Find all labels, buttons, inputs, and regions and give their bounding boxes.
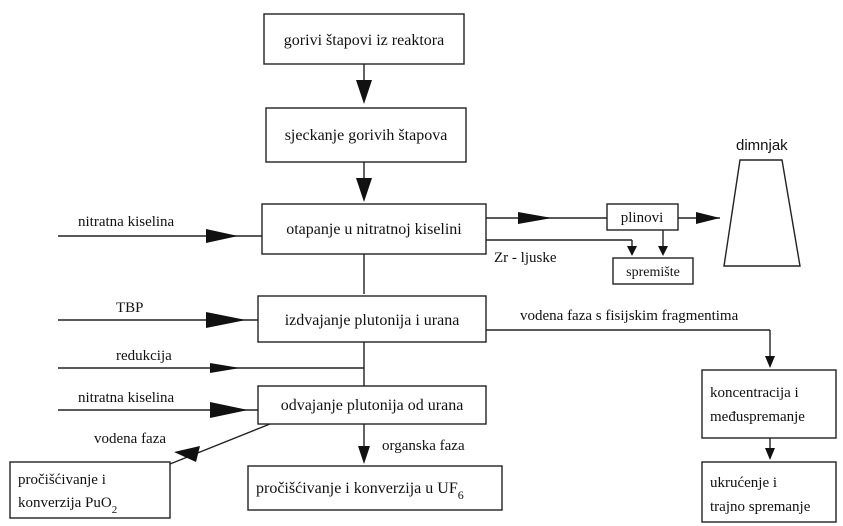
box-concentration: koncentracija i međuspremanje bbox=[701, 369, 837, 439]
input-arrow-reduction bbox=[210, 363, 240, 373]
label-nitric-acid-1: nitratna kiselina bbox=[78, 214, 175, 230]
arrow-to-chopping bbox=[356, 80, 372, 104]
label-tbp: TBP bbox=[116, 300, 144, 316]
connector-aqueous-phase bbox=[159, 423, 271, 469]
arrow-zr-to-storage bbox=[627, 246, 637, 256]
box-partition-label: odvajanje plutonija od urana bbox=[281, 397, 464, 414]
arrow-to-puo2 bbox=[174, 446, 200, 462]
box-dissolving: otapanje u nitratnoj kiselini bbox=[261, 203, 487, 255]
input-arrow-nitric-acid-2 bbox=[210, 402, 248, 418]
box-solidification: ukrućenje i trajno spremanje bbox=[701, 461, 837, 523]
box-partition: odvajanje plutonija od urana bbox=[257, 385, 487, 425]
box-puo2-line1: pročišćivanje i bbox=[18, 472, 106, 488]
label-aqueous-phase: vodena faza bbox=[94, 431, 166, 447]
label-organic-phase: organska faza bbox=[382, 438, 465, 454]
box-fuel-rods: gorivi štapovi iz reaktora bbox=[263, 13, 465, 65]
box-storage: spremište bbox=[612, 257, 694, 285]
label-zr-shells: Zr - ljuske bbox=[494, 250, 557, 266]
chimney-shape bbox=[723, 159, 801, 267]
box-separation-label: izdvajanje plutonija i urana bbox=[285, 312, 460, 329]
box-separation: izdvajanje plutonija i urana bbox=[257, 295, 487, 343]
box-uf6-subscript: 6 bbox=[458, 488, 464, 502]
box-concentration-line1: koncentracija i bbox=[710, 385, 799, 401]
arrow-gases-to-storage bbox=[658, 246, 668, 256]
input-arrow-nitric-acid-1 bbox=[206, 229, 238, 243]
box-fuel-rods-label: gorivi štapovi iz reaktora bbox=[284, 32, 444, 49]
box-dissolving-label: otapanje u nitratnoj kiselini bbox=[286, 221, 462, 238]
arrow-to-solidification bbox=[765, 448, 775, 460]
chimney-label: dimnjak bbox=[736, 137, 788, 154]
box-puo2-subscript: 2 bbox=[112, 504, 118, 516]
box-gases-label: plinovi bbox=[621, 210, 664, 226]
input-arrow-tbp bbox=[206, 312, 246, 328]
arrow-to-gases bbox=[518, 212, 552, 224]
box-solidification-line2: trajno spremanje bbox=[710, 499, 811, 515]
label-nitric-acid-2: nitratna kiselina bbox=[78, 390, 175, 406]
box-puo2-line2: konverzija PuO2 bbox=[18, 495, 117, 516]
box-solidification-line1: ukrućenje i bbox=[710, 475, 777, 491]
label-aqueous-fission: vodena faza s fisijskim fragmentima bbox=[520, 308, 739, 324]
arrow-to-concentration bbox=[765, 356, 775, 368]
box-uf6: pročišćivanje i konverzija u UF6 bbox=[247, 465, 503, 511]
arrow-to-uf6 bbox=[358, 446, 370, 464]
box-gases: plinovi bbox=[606, 203, 679, 231]
box-storage-label: spremište bbox=[626, 265, 680, 280]
box-puo2: pročišćivanje i konverzija PuO2 bbox=[9, 461, 171, 519]
arrow-to-chimney bbox=[696, 212, 720, 224]
box-chopping: sjeckanje gorivih štapova bbox=[265, 107, 467, 163]
box-concentration-line2: međuspremanje bbox=[710, 409, 805, 425]
box-uf6-label: pročišćivanje i konverzija u UF6 bbox=[256, 480, 464, 502]
label-reduction: redukcija bbox=[116, 348, 172, 364]
box-chopping-label: sjeckanje gorivih štapova bbox=[285, 127, 448, 144]
arrow-to-dissolving bbox=[356, 178, 372, 202]
